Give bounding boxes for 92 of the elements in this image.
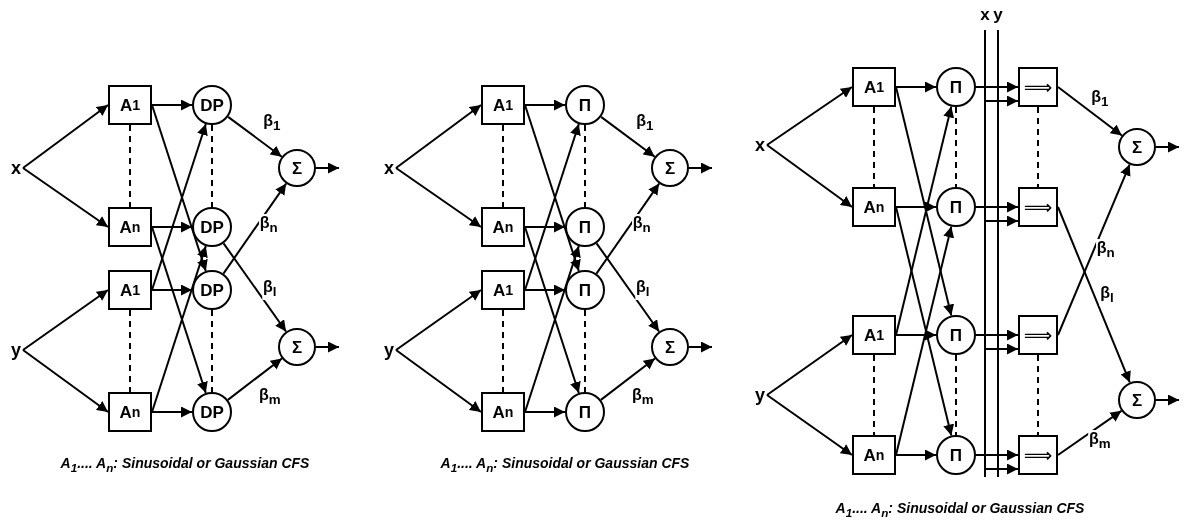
input-label: y xyxy=(382,339,396,361)
arrow xyxy=(599,357,656,401)
arrow xyxy=(222,182,288,275)
operator-circle: DP xyxy=(192,270,232,310)
dashed-connector xyxy=(584,124,586,208)
product-circle: Π xyxy=(936,315,976,355)
arrow xyxy=(1057,206,1131,384)
dashed-connector xyxy=(1037,354,1039,436)
arrow xyxy=(1155,141,1180,153)
arrow xyxy=(151,406,193,418)
arrow xyxy=(395,349,482,413)
arrow xyxy=(1057,163,1131,336)
arrow xyxy=(766,394,853,456)
input-label: x xyxy=(382,157,396,179)
input-label: x xyxy=(753,134,767,156)
input-label: x xyxy=(9,157,23,179)
input-label: y xyxy=(9,339,23,361)
arrow xyxy=(766,144,853,208)
dashed-connector xyxy=(502,309,504,393)
product-circle: Π xyxy=(936,67,976,107)
arrow xyxy=(222,242,287,333)
arrow xyxy=(227,115,283,158)
arrow xyxy=(895,201,937,213)
edge-label: β$_{l}$ xyxy=(635,278,651,301)
dashed-connector xyxy=(211,124,213,208)
arrow xyxy=(766,334,853,396)
implication-box: ⟹ xyxy=(1018,315,1058,355)
arrow xyxy=(22,167,109,228)
dashed-connector xyxy=(873,106,875,188)
arrow xyxy=(395,104,482,169)
implication-box: ⟹ xyxy=(1018,67,1058,107)
arrow xyxy=(524,406,566,418)
bus-label: x xyxy=(979,6,991,23)
product-circle: Π xyxy=(565,270,605,310)
edge-label: β$_{l}$ xyxy=(1099,283,1115,306)
arrow xyxy=(1155,394,1180,406)
operator-circle: DP xyxy=(192,207,232,247)
arrow xyxy=(395,167,482,228)
dashed-connector xyxy=(955,354,957,436)
arrow xyxy=(595,182,661,275)
product-circle: Π xyxy=(565,85,605,125)
caption: A$_{1}$.... A$_{n}$: Sinusoidal or Gaussian CFS xyxy=(835,500,1085,519)
input-label: y xyxy=(753,384,767,406)
dashed-connector xyxy=(211,309,213,393)
bus-label: y xyxy=(992,6,1004,23)
arrow xyxy=(600,115,656,158)
arrow xyxy=(895,449,937,461)
arrow xyxy=(22,104,109,169)
sum-circle: Σ xyxy=(651,328,689,366)
product-circle: Π xyxy=(565,392,605,432)
operator-circle: DP xyxy=(192,392,232,432)
arrow xyxy=(22,289,109,351)
arrow xyxy=(595,242,660,333)
sum-circle: Σ xyxy=(651,149,689,187)
arrow xyxy=(315,341,340,353)
dashed-connector xyxy=(502,124,504,208)
arrow xyxy=(151,284,193,296)
arrow xyxy=(151,99,193,111)
dashed-connector xyxy=(584,309,586,393)
sum-circle: Σ xyxy=(278,149,316,187)
dashed-connector xyxy=(873,354,875,436)
arrow xyxy=(766,86,853,146)
arrow xyxy=(1057,86,1123,137)
dashed-connector xyxy=(1037,106,1039,188)
arrow xyxy=(688,341,713,353)
product-circle: Π xyxy=(565,207,605,247)
arrow xyxy=(524,284,566,296)
arrow xyxy=(895,81,937,93)
dashed-connector xyxy=(955,106,957,188)
arrow xyxy=(688,162,713,174)
arrow xyxy=(315,162,340,174)
edge-label: β$_{l}$ xyxy=(262,278,278,301)
dashed-connector xyxy=(129,124,131,208)
arrow xyxy=(395,289,482,351)
arrow xyxy=(226,357,283,401)
implication-box: ⟹ xyxy=(1018,187,1058,227)
arrow xyxy=(22,349,109,413)
caption: A$_{1}$.... A$_{n}$: Sinusoidal or Gaussian CFS xyxy=(60,455,310,474)
operator-circle: DP xyxy=(192,85,232,125)
sum-circle: Σ xyxy=(278,328,316,366)
sum-circle: Σ xyxy=(1118,381,1156,419)
arrow xyxy=(524,221,566,233)
product-circle: Π xyxy=(936,187,976,227)
arrow xyxy=(524,99,566,111)
arrow xyxy=(895,329,937,341)
caption: A$_{1}$.... A$_{n}$: Sinusoidal or Gaussian CFS xyxy=(440,455,690,474)
product-circle: Π xyxy=(936,435,976,475)
dashed-connector xyxy=(129,309,131,393)
sum-circle: Σ xyxy=(1118,128,1156,166)
arrow xyxy=(1057,409,1123,456)
implication-box: ⟹ xyxy=(1018,435,1058,475)
arrow xyxy=(151,221,193,233)
